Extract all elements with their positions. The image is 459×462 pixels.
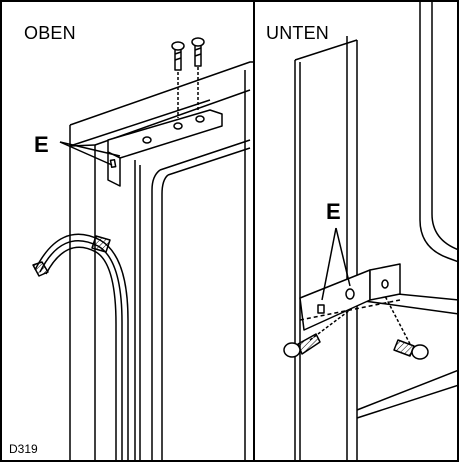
panel-title-bottom: UNTEN xyxy=(266,23,329,43)
panel-title-top: OBEN xyxy=(24,23,76,43)
left-panel-artwork xyxy=(32,37,254,461)
top-bracket xyxy=(107,109,223,187)
bottom-screws xyxy=(283,295,429,360)
top-screws xyxy=(171,37,205,118)
bottom-bracket xyxy=(299,263,401,331)
right-panel-artwork xyxy=(283,1,459,461)
callout-e-top: E xyxy=(34,132,49,157)
cable-loop xyxy=(32,233,129,461)
figure-code: D319 xyxy=(9,442,38,456)
callout-e-bottom: E xyxy=(326,199,341,224)
